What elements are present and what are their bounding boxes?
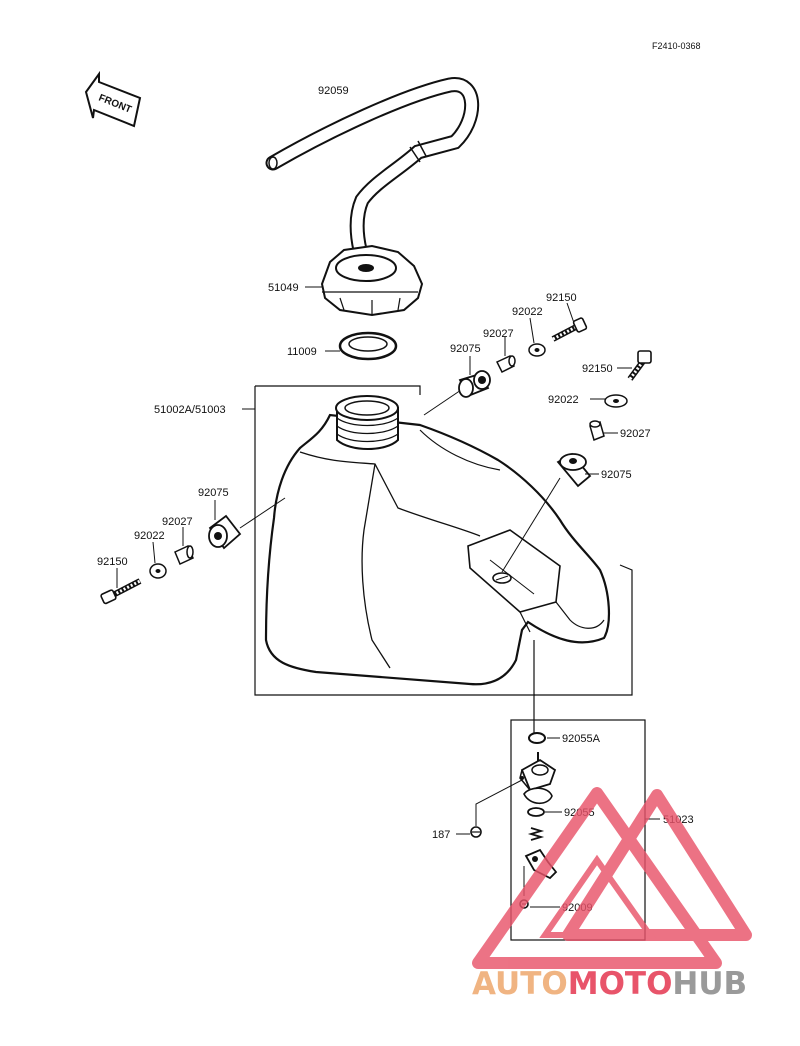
screw-187 <box>470 779 523 838</box>
label-screw-187: 187 <box>432 829 450 841</box>
label-bolt-top: 92150 <box>546 292 577 304</box>
oring-valve <box>528 732 546 744</box>
damper-left <box>208 514 242 550</box>
label-collar-top: 92027 <box>483 328 514 340</box>
damper-top <box>458 370 491 398</box>
label-tank: 51002A/51003 <box>154 404 226 416</box>
label-cap: 51049 <box>268 282 299 294</box>
damper-right <box>556 452 592 488</box>
oring-lower <box>527 807 545 817</box>
cap-gasket <box>338 331 398 361</box>
collar-right <box>589 420 605 442</box>
watermark-part2: MOTO <box>568 966 673 1002</box>
fuel-cap <box>320 244 424 317</box>
collar-left <box>174 544 194 566</box>
fuel-cock-valve <box>519 752 557 805</box>
label-damper-top: 92075 <box>450 343 481 355</box>
diagram-reference-code: F2410-0368 <box>652 41 701 51</box>
label-bolt-right: 92150 <box>582 363 613 375</box>
fuel-tank <box>264 395 611 686</box>
watermark-text: AUTOMOTOHUB <box>472 966 747 1002</box>
washer-left <box>149 563 167 579</box>
label-oring-valve: 92055A <box>562 733 601 745</box>
watermark-part1: AUTO <box>472 966 568 1002</box>
label-washer-right: 92022 <box>548 394 579 406</box>
label-washer-top: 92022 <box>512 306 543 318</box>
label-damper-right: 92075 <box>601 469 632 481</box>
watermark-part3: HUB <box>672 966 747 1002</box>
washer-right <box>604 394 628 408</box>
bolt-right <box>627 350 652 381</box>
watermark-logo-icon <box>472 787 752 969</box>
collar-top <box>495 354 516 374</box>
label-hose: 92059 <box>318 85 349 97</box>
label-washer-left: 92022 <box>134 530 165 542</box>
bolt-left <box>100 578 142 605</box>
breather-hose <box>265 77 480 258</box>
front-arrow-icon: FRONT <box>84 70 142 128</box>
bolt-top <box>551 317 588 342</box>
label-bolt-left: 92150 <box>97 556 128 568</box>
label-collar-left: 92027 <box>162 516 193 528</box>
washer-top <box>528 343 546 357</box>
label-collar-right: 92027 <box>620 428 651 440</box>
spring <box>527 827 545 841</box>
label-cap-gasket: 11009 <box>287 346 317 358</box>
label-damper-left: 92075 <box>198 487 229 499</box>
